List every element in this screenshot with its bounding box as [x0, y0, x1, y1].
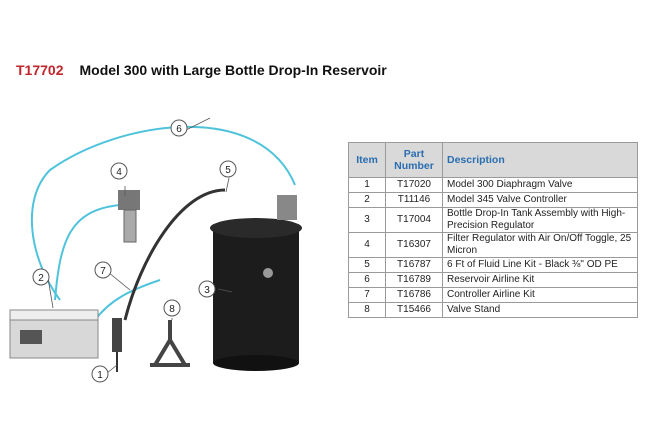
cell-description: Bottle Drop-In Tank Assembly with High-P… — [442, 207, 638, 233]
cell-description: Controller Airline Kit — [442, 287, 638, 303]
callout-5: 5 — [225, 165, 231, 176]
airlines — [30, 125, 296, 321]
cell-description: Reservoir Airline Kit — [442, 272, 638, 288]
cell-description: Filter Regulator with Air On/Off Toggle,… — [442, 232, 638, 258]
cell-item: 7 — [348, 287, 386, 303]
cell-part: T16786 — [385, 287, 443, 303]
cell-item: 5 — [348, 257, 386, 273]
cell-description: Model 300 Diaphragm Valve — [442, 177, 638, 193]
header-part-number: Part Number — [385, 142, 443, 178]
cell-part: T15466 — [385, 302, 443, 318]
header-item: Item — [348, 142, 386, 178]
cell-part: T17020 — [385, 177, 443, 193]
cell-part: T16789 — [385, 272, 443, 288]
callout-8: 8 — [169, 304, 175, 315]
callout-bubbles — [32, 119, 237, 383]
controller — [9, 309, 99, 359]
cell-item: 6 — [348, 272, 386, 288]
cell-part: T16787 — [385, 257, 443, 273]
callout-4: 4 — [116, 167, 122, 178]
callout-2: 2 — [38, 273, 44, 284]
cell-part: T16307 — [385, 232, 443, 258]
title-name: Model 300 with Large Bottle Drop-In Rese… — [79, 62, 387, 78]
title-part-number: T17702 — [16, 62, 64, 78]
cell-description: Model 345 Valve Controller — [442, 192, 638, 208]
cell-item: 8 — [348, 302, 386, 318]
cell-description: 6 Ft of Fluid Line Kit - Black ⅜" OD PE — [442, 257, 638, 273]
callout-1: 1 — [97, 370, 103, 381]
cell-item: 3 — [348, 207, 386, 233]
callout-6: 6 — [176, 124, 182, 135]
cell-part: T11146 — [385, 192, 443, 208]
valve-stand — [150, 320, 190, 367]
cell-description: Valve Stand — [442, 302, 638, 318]
tank — [210, 195, 302, 371]
fluid-line — [123, 188, 226, 321]
filter-regulator — [118, 190, 140, 243]
valve — [112, 318, 122, 372]
cell-item: 4 — [348, 232, 386, 258]
page-title: T17702 Model 300 with Large Bottle Drop-I… — [16, 62, 387, 78]
callout-7: 7 — [100, 266, 106, 277]
header-description: Description — [442, 142, 638, 178]
callout-3: 3 — [204, 285, 210, 296]
leader-lines — [47, 117, 233, 374]
cell-item: 2 — [348, 192, 386, 208]
cell-part: T17004 — [385, 207, 443, 233]
cell-item: 1 — [348, 177, 386, 193]
